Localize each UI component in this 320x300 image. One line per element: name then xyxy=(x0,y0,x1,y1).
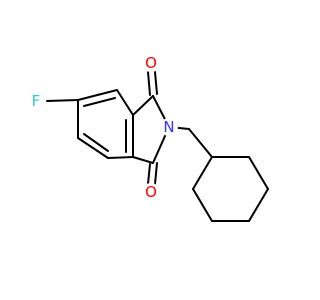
bond-c3-o2-b xyxy=(154,162,158,185)
atom-f: F xyxy=(27,92,45,110)
bond-cy2-cy3 xyxy=(248,156,269,190)
atom-n: N xyxy=(160,118,178,136)
atom-o-top-label: O xyxy=(145,54,157,72)
bond-c6-f xyxy=(46,99,79,102)
bond-cy5-cy6 xyxy=(192,188,213,222)
atom-o-top: O xyxy=(142,54,160,72)
bond-cy6-cy1 xyxy=(192,156,213,190)
bond-c4-c5 xyxy=(77,137,109,159)
bond-c4-c5-inner xyxy=(83,133,109,152)
bond-ch2-cy1 xyxy=(188,128,213,158)
bond-c3a-c4 xyxy=(107,156,134,159)
molecule-structure-diagram: F N O O xyxy=(27,54,269,222)
atom-label-layer: F N O O xyxy=(27,54,178,201)
bond-layer xyxy=(46,71,269,222)
atom-o-bottom: O xyxy=(142,183,160,201)
bond-c6-c7-inner xyxy=(83,97,116,107)
atom-f-label: F xyxy=(32,92,41,110)
bond-c3-o2-a xyxy=(147,163,151,185)
bond-c1-o1-b xyxy=(154,71,158,95)
atom-n-label: N xyxy=(163,118,174,136)
bond-c6-c7 xyxy=(77,89,118,101)
atom-o-bottom-label: O xyxy=(145,183,157,201)
bond-c7a-c1 xyxy=(132,95,154,116)
bond-c3-c3a xyxy=(132,156,154,164)
bond-c1-o1-a xyxy=(147,71,151,96)
bond-c7-c7a xyxy=(116,89,134,116)
bond-cy3-cy4 xyxy=(248,188,269,222)
